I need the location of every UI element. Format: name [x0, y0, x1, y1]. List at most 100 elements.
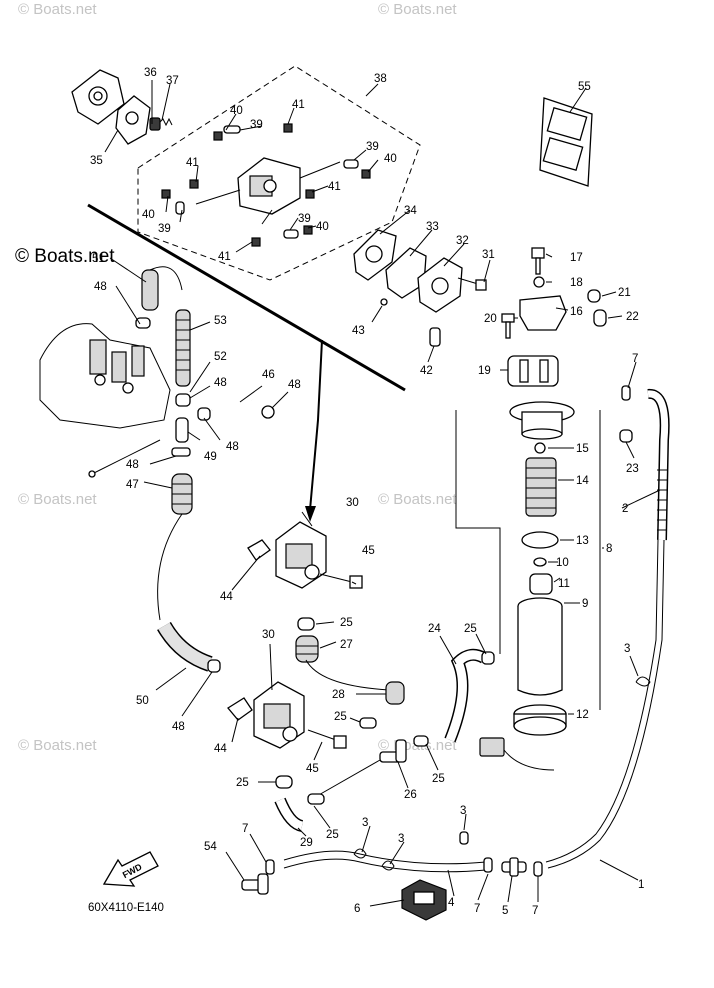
callout-label: 28 [332, 689, 345, 701]
part-3-clip [353, 848, 395, 871]
callout-label: 14 [576, 475, 589, 487]
callout-label: 48 [226, 441, 239, 453]
part-42-pin [429, 327, 441, 347]
part-7-clip [621, 385, 631, 401]
watermark: © Boats.net [18, 1, 97, 18]
callout-label: 41 [292, 99, 305, 111]
callout-label: 3 [624, 643, 630, 655]
callout-label: 32 [456, 235, 469, 247]
callout-label: 39 [366, 141, 379, 153]
part-12-ring-nut [513, 704, 567, 736]
callout-label: 40 [384, 153, 397, 165]
callout-label: 45 [306, 763, 319, 775]
callout-label: 33 [426, 221, 439, 233]
callout-label: 3 [398, 833, 404, 845]
part-23-grommet [619, 429, 633, 443]
callout-label: 40 [142, 209, 155, 221]
callout-label: 23 [626, 463, 639, 475]
callout-label: 54 [204, 841, 217, 853]
callout-label: 7 [474, 903, 480, 915]
part-7-clip [265, 859, 275, 875]
part-19-bracket [507, 355, 559, 387]
part-34-gasket [353, 229, 397, 281]
callout-label: 25 [326, 829, 339, 841]
part-55-label [539, 97, 593, 187]
callout-label: 48 [288, 379, 301, 391]
callout-label: 50 [136, 695, 149, 707]
callout-label: 25 [340, 617, 353, 629]
callout-label: 9 [582, 598, 588, 610]
part-43-oring [380, 298, 388, 306]
part-52-clip [175, 393, 191, 407]
callout-label: 35 [90, 155, 103, 167]
callout-label: 39 [250, 119, 263, 131]
diagram-code: 60X4110-E140 [88, 902, 164, 914]
filter-head [509, 401, 575, 440]
part-24-hose [444, 648, 495, 743]
callout-label: 38 [374, 73, 387, 85]
part-35-gasket [71, 69, 125, 125]
fuel-pump-body-exploded [195, 157, 341, 225]
callout-label: 30 [346, 497, 359, 509]
callout-label: 47 [126, 479, 139, 491]
part-37-spring [149, 117, 173, 131]
callout-label: 40 [230, 105, 243, 117]
callout-label: 7 [632, 353, 638, 365]
part-3-clip [635, 676, 651, 687]
callout-label: 25 [334, 711, 347, 723]
part-48-clip [135, 317, 151, 329]
part-49-joint [171, 417, 191, 457]
part-27-joint [295, 635, 319, 663]
callout-label: 15 [576, 443, 589, 455]
fwd-arrow-icon: FWD [102, 851, 159, 887]
callout-label: 44 [214, 743, 227, 755]
separator-line [87, 203, 406, 392]
callout-label: 48 [126, 459, 139, 471]
callout-label: 19 [478, 365, 491, 377]
part-13-oring [521, 531, 559, 549]
part-3-clip [459, 831, 469, 845]
callout-label: 34 [404, 205, 417, 217]
part-1-fuel-hose [545, 539, 665, 869]
callout-label: 41 [186, 157, 199, 169]
part-51-elbow [141, 266, 183, 311]
fittings-group [161, 123, 371, 247]
direction-line [309, 339, 323, 511]
part-30-fuel-pump-upper [247, 521, 327, 589]
callout-label: 48 [214, 377, 227, 389]
part-30-fuel-pump-lower [227, 681, 305, 749]
callout-label: 6 [354, 903, 360, 915]
part-11-float [529, 573, 553, 595]
callout-label: 39 [158, 223, 171, 235]
part-16-bracket [519, 295, 567, 331]
callout-label: 4 [448, 897, 455, 909]
part-6-bracket [401, 879, 447, 921]
callout-label: 20 [484, 313, 497, 325]
callout-label: 43 [352, 325, 365, 337]
part-25-clip [413, 735, 429, 747]
callout-label: 40 [316, 221, 329, 233]
callout-label: 21 [618, 287, 631, 299]
electrical-connector [479, 737, 555, 771]
callout-label: 31 [482, 249, 495, 261]
part-47-hose [157, 473, 193, 621]
callout-label: 24 [428, 623, 441, 635]
part-45-bolt-upper [319, 573, 363, 589]
callout-label: 1 [638, 879, 644, 891]
callout-label: 11 [558, 578, 570, 590]
part-29-elbow [274, 797, 304, 832]
part-50-hose [157, 621, 221, 673]
callout-label: 53 [214, 315, 227, 327]
part-54-connector [241, 873, 269, 895]
part-7-clip [483, 857, 493, 873]
part-7-clip [533, 861, 543, 877]
part-15-oring [534, 442, 546, 454]
callout-label: 13 [576, 535, 589, 547]
part-28-hose [305, 659, 405, 705]
part-9-filter-cup [517, 597, 563, 696]
leader-lines [104, 80, 661, 907]
part-21-grommet [587, 289, 601, 303]
callout-label: 18 [570, 277, 583, 289]
callout-label: 41 [328, 181, 341, 193]
